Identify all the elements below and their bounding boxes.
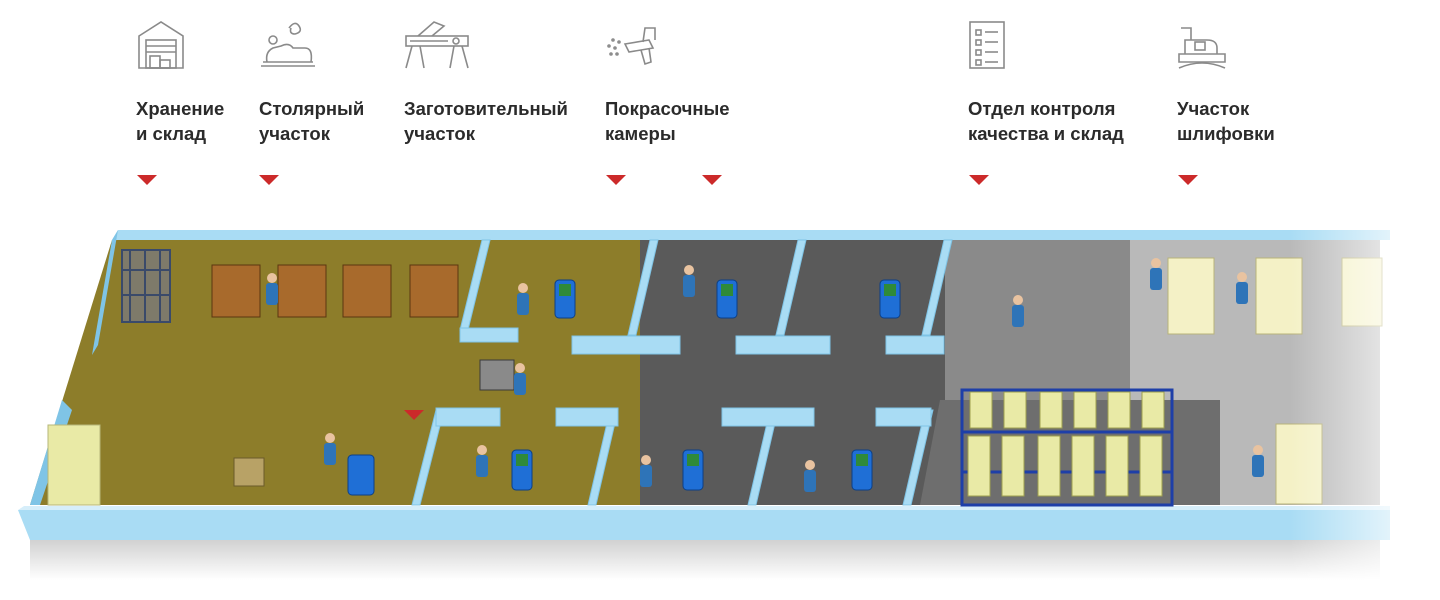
- workbench: [277, 264, 327, 318]
- left-wall: [92, 230, 118, 355]
- worker: [640, 455, 652, 487]
- worker: [514, 363, 526, 395]
- zone-label: Хранение и склад: [136, 98, 225, 144]
- workbench: [409, 264, 459, 318]
- worker: [517, 283, 529, 315]
- floor-storage: [30, 240, 640, 505]
- factory-floor-plan: [0, 210, 1440, 600]
- wall-segment: [875, 407, 932, 427]
- workers: [266, 258, 1264, 492]
- front-wall: [18, 510, 1390, 540]
- worker: [324, 433, 336, 465]
- floor-paint: [640, 240, 945, 505]
- wall-segment: [735, 335, 831, 355]
- worker: [1012, 295, 1024, 327]
- workbenches: [211, 264, 459, 318]
- worker: [1236, 272, 1248, 304]
- zone-label: Столярный участок: [259, 98, 365, 144]
- zone-marker-paint-1: [606, 175, 626, 185]
- zone-marker-storage: [137, 175, 157, 185]
- booth-unit: [347, 454, 375, 496]
- wall-segment: [571, 335, 681, 355]
- wall-segment: [721, 407, 815, 427]
- wall-segment: [885, 335, 945, 355]
- zone-label: Участок шлифовки: [1177, 98, 1275, 144]
- carpentry-icon: [259, 18, 317, 70]
- back-wall: [112, 230, 1390, 240]
- worker: [476, 445, 488, 477]
- zone-label: Заготовительный участок: [404, 98, 568, 144]
- sanding-table: [1167, 257, 1215, 335]
- board-stack: [47, 424, 101, 506]
- worker: [266, 273, 278, 305]
- zone-marker-quality: [969, 175, 989, 185]
- zone-label: Покрасочные камеры: [605, 98, 730, 144]
- checklist-icon: [968, 18, 1008, 70]
- zone-marker-sanding: [1178, 175, 1198, 185]
- workbench: [342, 264, 392, 318]
- wall-segment: [459, 327, 519, 343]
- outer-walls: [18, 230, 1390, 540]
- wall-segment: [435, 407, 501, 427]
- wall-segment: [921, 239, 953, 336]
- wall-segment: [627, 239, 659, 336]
- storage-rack: [121, 249, 171, 323]
- zone-legend: Хранение и склад Столярный участок Загот…: [0, 0, 1440, 200]
- workbench: [211, 264, 261, 318]
- zone-marker-paint-2: [702, 175, 722, 185]
- booth-green-parts: [516, 284, 896, 466]
- spray-gun-icon: [605, 18, 663, 70]
- interior-walls: [411, 239, 953, 506]
- warehouse-icon: [136, 18, 186, 70]
- zone-marker-carpentry: [259, 175, 279, 185]
- worker: [804, 460, 816, 492]
- workbench-saw-icon: [404, 18, 470, 70]
- cart: [233, 457, 265, 487]
- worker: [1252, 445, 1264, 477]
- qc-shelving: [960, 388, 1174, 507]
- wall-segment: [775, 239, 807, 336]
- sanding-machine-icon: [1177, 18, 1227, 70]
- zone-label: Отдел контроля качества и склад: [968, 98, 1124, 144]
- floor-marker: [404, 410, 424, 420]
- cart: [479, 359, 515, 391]
- wall-segment: [555, 407, 619, 427]
- worker: [1150, 258, 1162, 290]
- worker: [683, 265, 695, 297]
